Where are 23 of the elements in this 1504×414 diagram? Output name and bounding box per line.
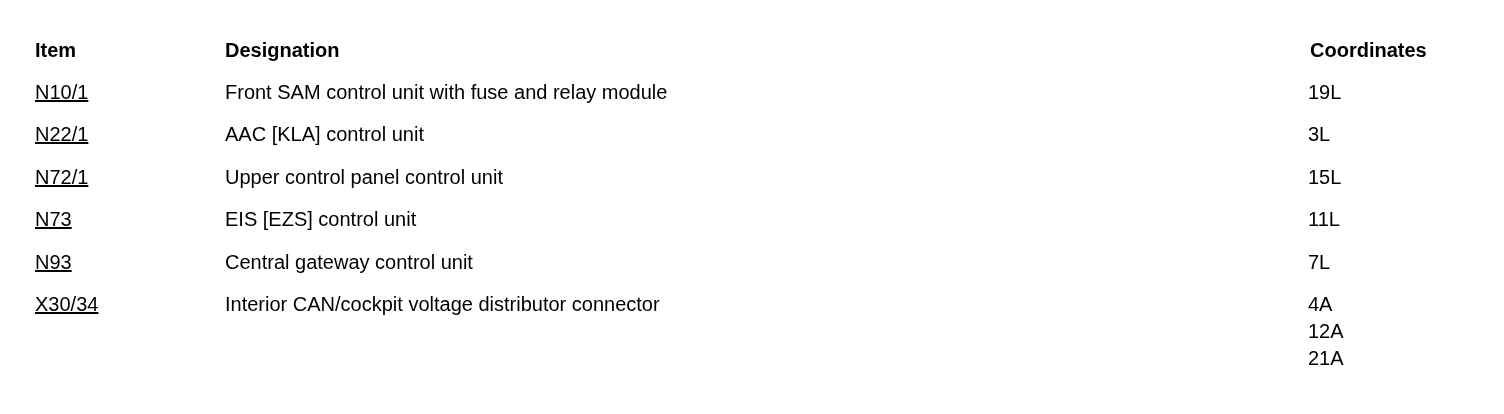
designation-text: EIS [EZS] control unit	[225, 207, 417, 231]
designation-text: AAC [KLA] control unit	[225, 122, 424, 146]
item-link: N73	[35, 207, 72, 231]
column-header: Designation	[225, 38, 340, 62]
coordinate-text: 21A	[1308, 346, 1344, 370]
coordinate-text: 19L	[1308, 80, 1342, 104]
designation-text: Interior CAN/cockpit voltage distributor connector	[225, 292, 660, 316]
coordinate-text: 7L	[1308, 250, 1331, 274]
coordinate-text: 12A	[1308, 319, 1344, 343]
column-header: Item	[35, 38, 77, 62]
coordinate-text: 4A	[1308, 292, 1333, 316]
item-link: X30/34	[35, 292, 99, 316]
designation-text: Central gateway control unit	[225, 250, 473, 274]
column-header: Coordinates	[1310, 38, 1427, 62]
coordinate-text: 3L	[1308, 122, 1331, 146]
item-link: N10/1	[35, 80, 89, 104]
item-link: N93	[35, 250, 72, 274]
item-link: N22/1	[35, 122, 89, 146]
coordinate-text: 11L	[1308, 207, 1340, 231]
designation-text: Upper control panel control unit	[225, 165, 503, 189]
designation-text: Front SAM control unit with fuse and relay module	[225, 80, 668, 104]
coordinate-text: 15L	[1308, 165, 1342, 189]
item-link: N72/1	[35, 165, 89, 189]
